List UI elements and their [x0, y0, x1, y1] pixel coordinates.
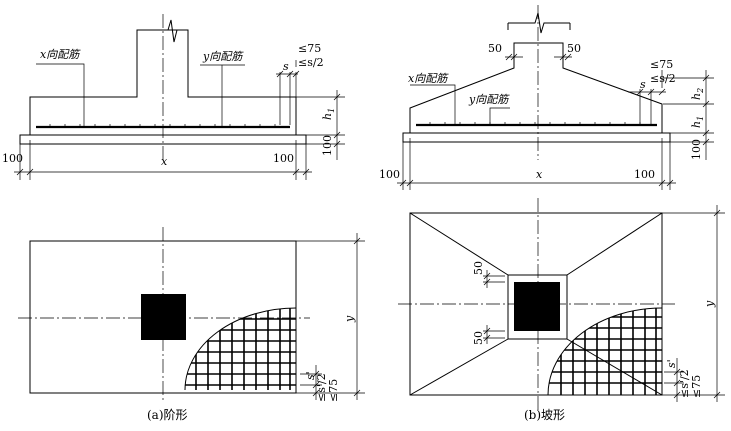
svg-text:≤s'/2: ≤s'/2 [678, 369, 691, 398]
dim-50-upper-b: 50 [472, 261, 485, 275]
dim-100-right-a: 100 [273, 152, 294, 165]
section-b-sloped [397, 5, 714, 190]
svg-text:100: 100 [690, 139, 703, 160]
dim-100-vertical-b: 100 [690, 139, 703, 160]
svg-text:s': s' [304, 371, 317, 380]
svg-text:h2: h2 [690, 88, 705, 100]
le-s-prime-half-label-b: ≤s'/2 [678, 369, 691, 398]
dim-100-right-b: 100 [634, 168, 655, 181]
le-s-half-label-a: ≤s/2 [298, 56, 324, 69]
svg-text:50: 50 [472, 261, 485, 275]
caption-a: (a)阶形 [147, 408, 188, 422]
dim-100-left-a: 100 [2, 152, 23, 165]
le75-vertical-label-a: ≤75 [327, 379, 340, 402]
dim-50-right-b: 50 [567, 42, 581, 55]
svg-text:50: 50 [472, 331, 485, 345]
dim-50-left-b: 50 [488, 42, 502, 55]
svg-text:≤75: ≤75 [327, 379, 340, 402]
x-rebar-label-a: x向配筋 [40, 48, 81, 61]
x-dim-label-a: x [161, 155, 168, 168]
y-dim-label-a: y [343, 315, 356, 323]
svg-text:100: 100 [321, 135, 334, 156]
svg-text:y: y [703, 300, 716, 308]
plan-b-sloped [398, 198, 725, 410]
caption-b: (b)坡形 [524, 408, 565, 422]
le75-label-a: ≤75 [298, 42, 321, 55]
s-label-a: s [283, 60, 289, 73]
x-dim-label-b: x [536, 168, 543, 181]
svg-text:h1: h1 [321, 108, 336, 120]
h1-label-a: h1 [321, 108, 336, 120]
y-rebar-label-b: y向配筋 [468, 93, 510, 106]
dim-100-vertical-a: 100 [321, 135, 334, 156]
svg-text:≤s'/2: ≤s'/2 [315, 373, 328, 402]
y-dim-label-b: y [703, 300, 716, 308]
svg-text:y: y [343, 315, 356, 323]
svg-text:s': s' [665, 359, 678, 368]
le75-vertical-label-b: ≤75 [690, 375, 703, 398]
svg-text:h1: h1 [690, 116, 705, 128]
s-prime-label-a: s' [304, 371, 317, 380]
dim-50-lower-b: 50 [472, 331, 485, 345]
le-s-half-label-b: ≤s/2 [650, 72, 676, 85]
dim-100-left-b: 100 [379, 168, 400, 181]
h1-label-b: h1 [690, 116, 705, 128]
s-prime-label-b: s' [665, 359, 678, 368]
x-rebar-label-b: x向配筋 [408, 72, 449, 85]
le-s-prime-half-label-a: ≤s'/2 [315, 373, 328, 402]
section-a-stepped [14, 14, 345, 180]
y-rebar-label-a: y向配筋 [202, 50, 244, 63]
h2-label-b: h2 [690, 88, 705, 100]
plan-a-stepped [18, 227, 365, 403]
svg-text:≤75: ≤75 [690, 375, 703, 398]
s-label-b: s [640, 78, 646, 91]
le75-label-b: ≤75 [650, 58, 673, 71]
